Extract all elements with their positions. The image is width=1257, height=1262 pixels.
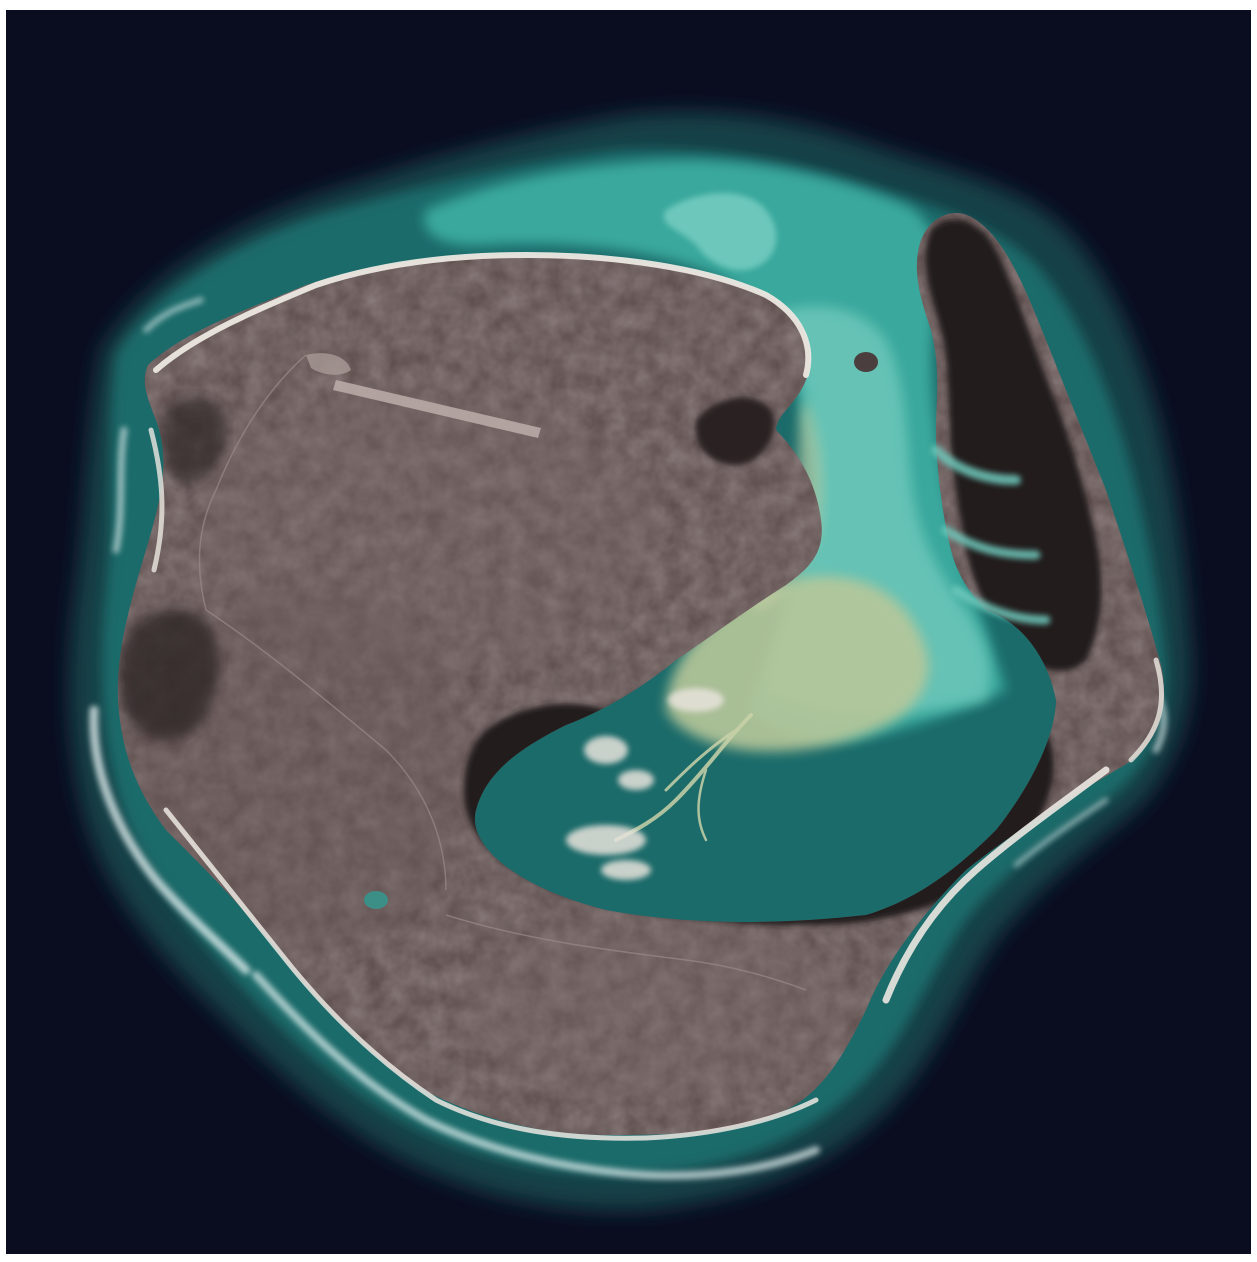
beach: [148, 251, 1164, 1141]
scrub-patch: [456, 920, 856, 1100]
northwest-forest: [162, 397, 227, 485]
tidal-creeks: [614, 713, 753, 842]
lagoon-channels: [931, 445, 1051, 625]
surf-breakers: [89, 297, 1168, 1180]
lagoon-swirl: [663, 193, 777, 271]
tracks: [198, 354, 807, 991]
island-satellite-image: [6, 10, 1251, 1254]
salt-pans: [566, 688, 724, 880]
airstrip-apron: [306, 353, 351, 375]
satellite-image-frame: [6, 10, 1251, 1254]
northern-pond-forest: [695, 397, 775, 466]
scrub-patch: [136, 590, 476, 950]
airstrip: [333, 380, 541, 438]
western-forest: [119, 610, 219, 741]
eastern-forest: [925, 219, 1102, 671]
lagoon-islet: [854, 352, 878, 372]
inland-pond: [364, 891, 388, 909]
